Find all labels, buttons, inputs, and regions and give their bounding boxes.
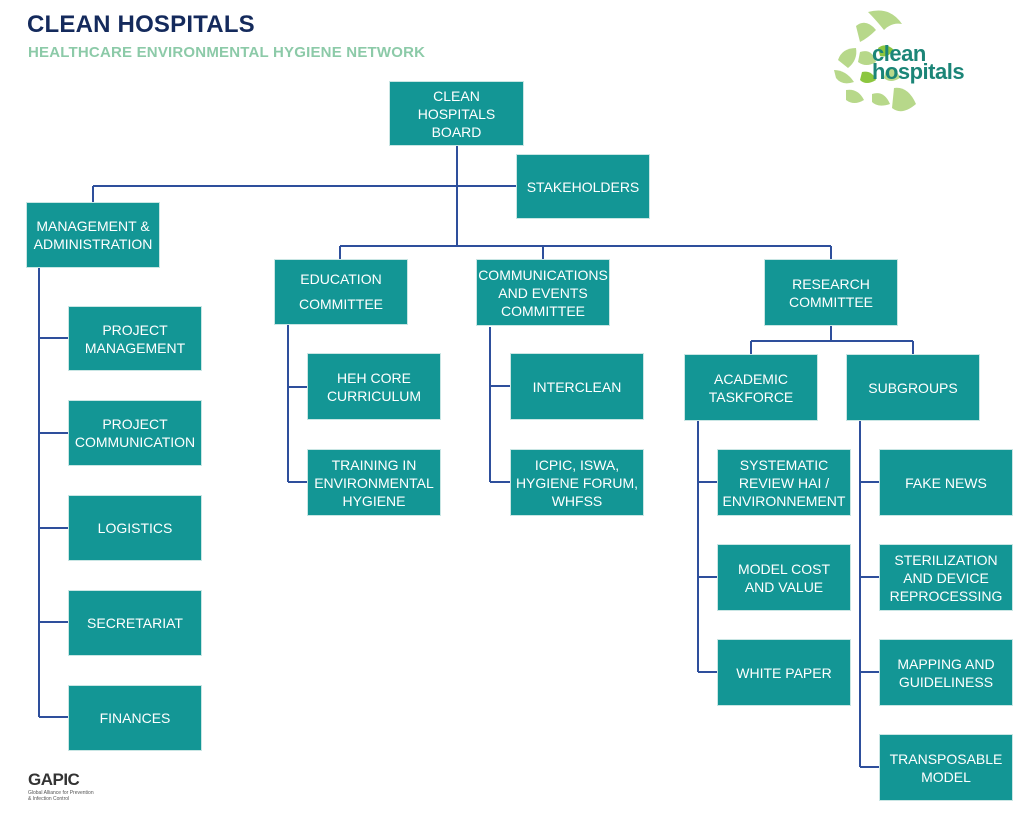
node-education: EDUCATION COMMITTEE [274,259,408,325]
node-project-management: PROJECT MANAGEMENT [68,306,202,371]
node-stakeholders: STAKEHOLDERS [516,154,650,219]
node-finances: FINANCES [68,685,202,751]
gapic-logo: GAPIC [28,770,80,789]
node-interclean: INTERCLEAN [510,353,644,420]
node-management: MANAGEMENT & ADMINISTRATION [26,202,160,268]
node-heh-core: HEH CORE CURRICULUM [307,353,441,420]
page-title: CLEAN HOSPITALS [27,11,255,38]
node-academic: ACADEMIC TASKFORCE [684,354,818,421]
node-board: CLEAN HOSPITALS BOARD [389,81,524,146]
node-mapping: MAPPING AND GUIDELINESS [879,639,1013,706]
node-transposable: TRANSPOSABLE MODEL [879,734,1013,801]
node-fake-news: FAKE NEWS [879,449,1013,516]
node-icpic: ICPIC, ISWA, HYGIENE FORUM, WHFSS [510,449,644,516]
node-subgroups: SUBGROUPS [846,354,980,421]
node-model-cost: MODEL COST AND VALUE [717,544,851,611]
gapic-tagline: Global Alliance for Prevention & Infecti… [28,790,94,802]
node-training: TRAINING IN ENVIRONMENTAL HYGIENE [307,449,441,516]
node-systematic-review: SYSTEMATIC REVIEW HAI / ENVIRONNEMENT [717,449,851,516]
node-white-paper: WHITE PAPER [717,639,851,706]
page-subtitle: HEALTHCARE ENVIRONMENTAL HYGIENE NETWORK [28,44,426,61]
clean-hospitals-logo [834,10,916,112]
node-research: RESEARCH COMMITTEE [764,259,898,326]
node-communications: COMMUNICATIONS AND EVENTS COMMITTEE [476,259,610,326]
node-sterilization: STERILIZATION AND DEVICE REPROCESSING [879,544,1013,611]
node-logistics: LOGISTICS [68,495,202,561]
node-project-communication: PROJECT COMMUNICATION [68,400,202,466]
node-secretariat: SECRETARIAT [68,590,202,656]
clean-hospitals-wordmark: clean hospitals [872,41,965,84]
